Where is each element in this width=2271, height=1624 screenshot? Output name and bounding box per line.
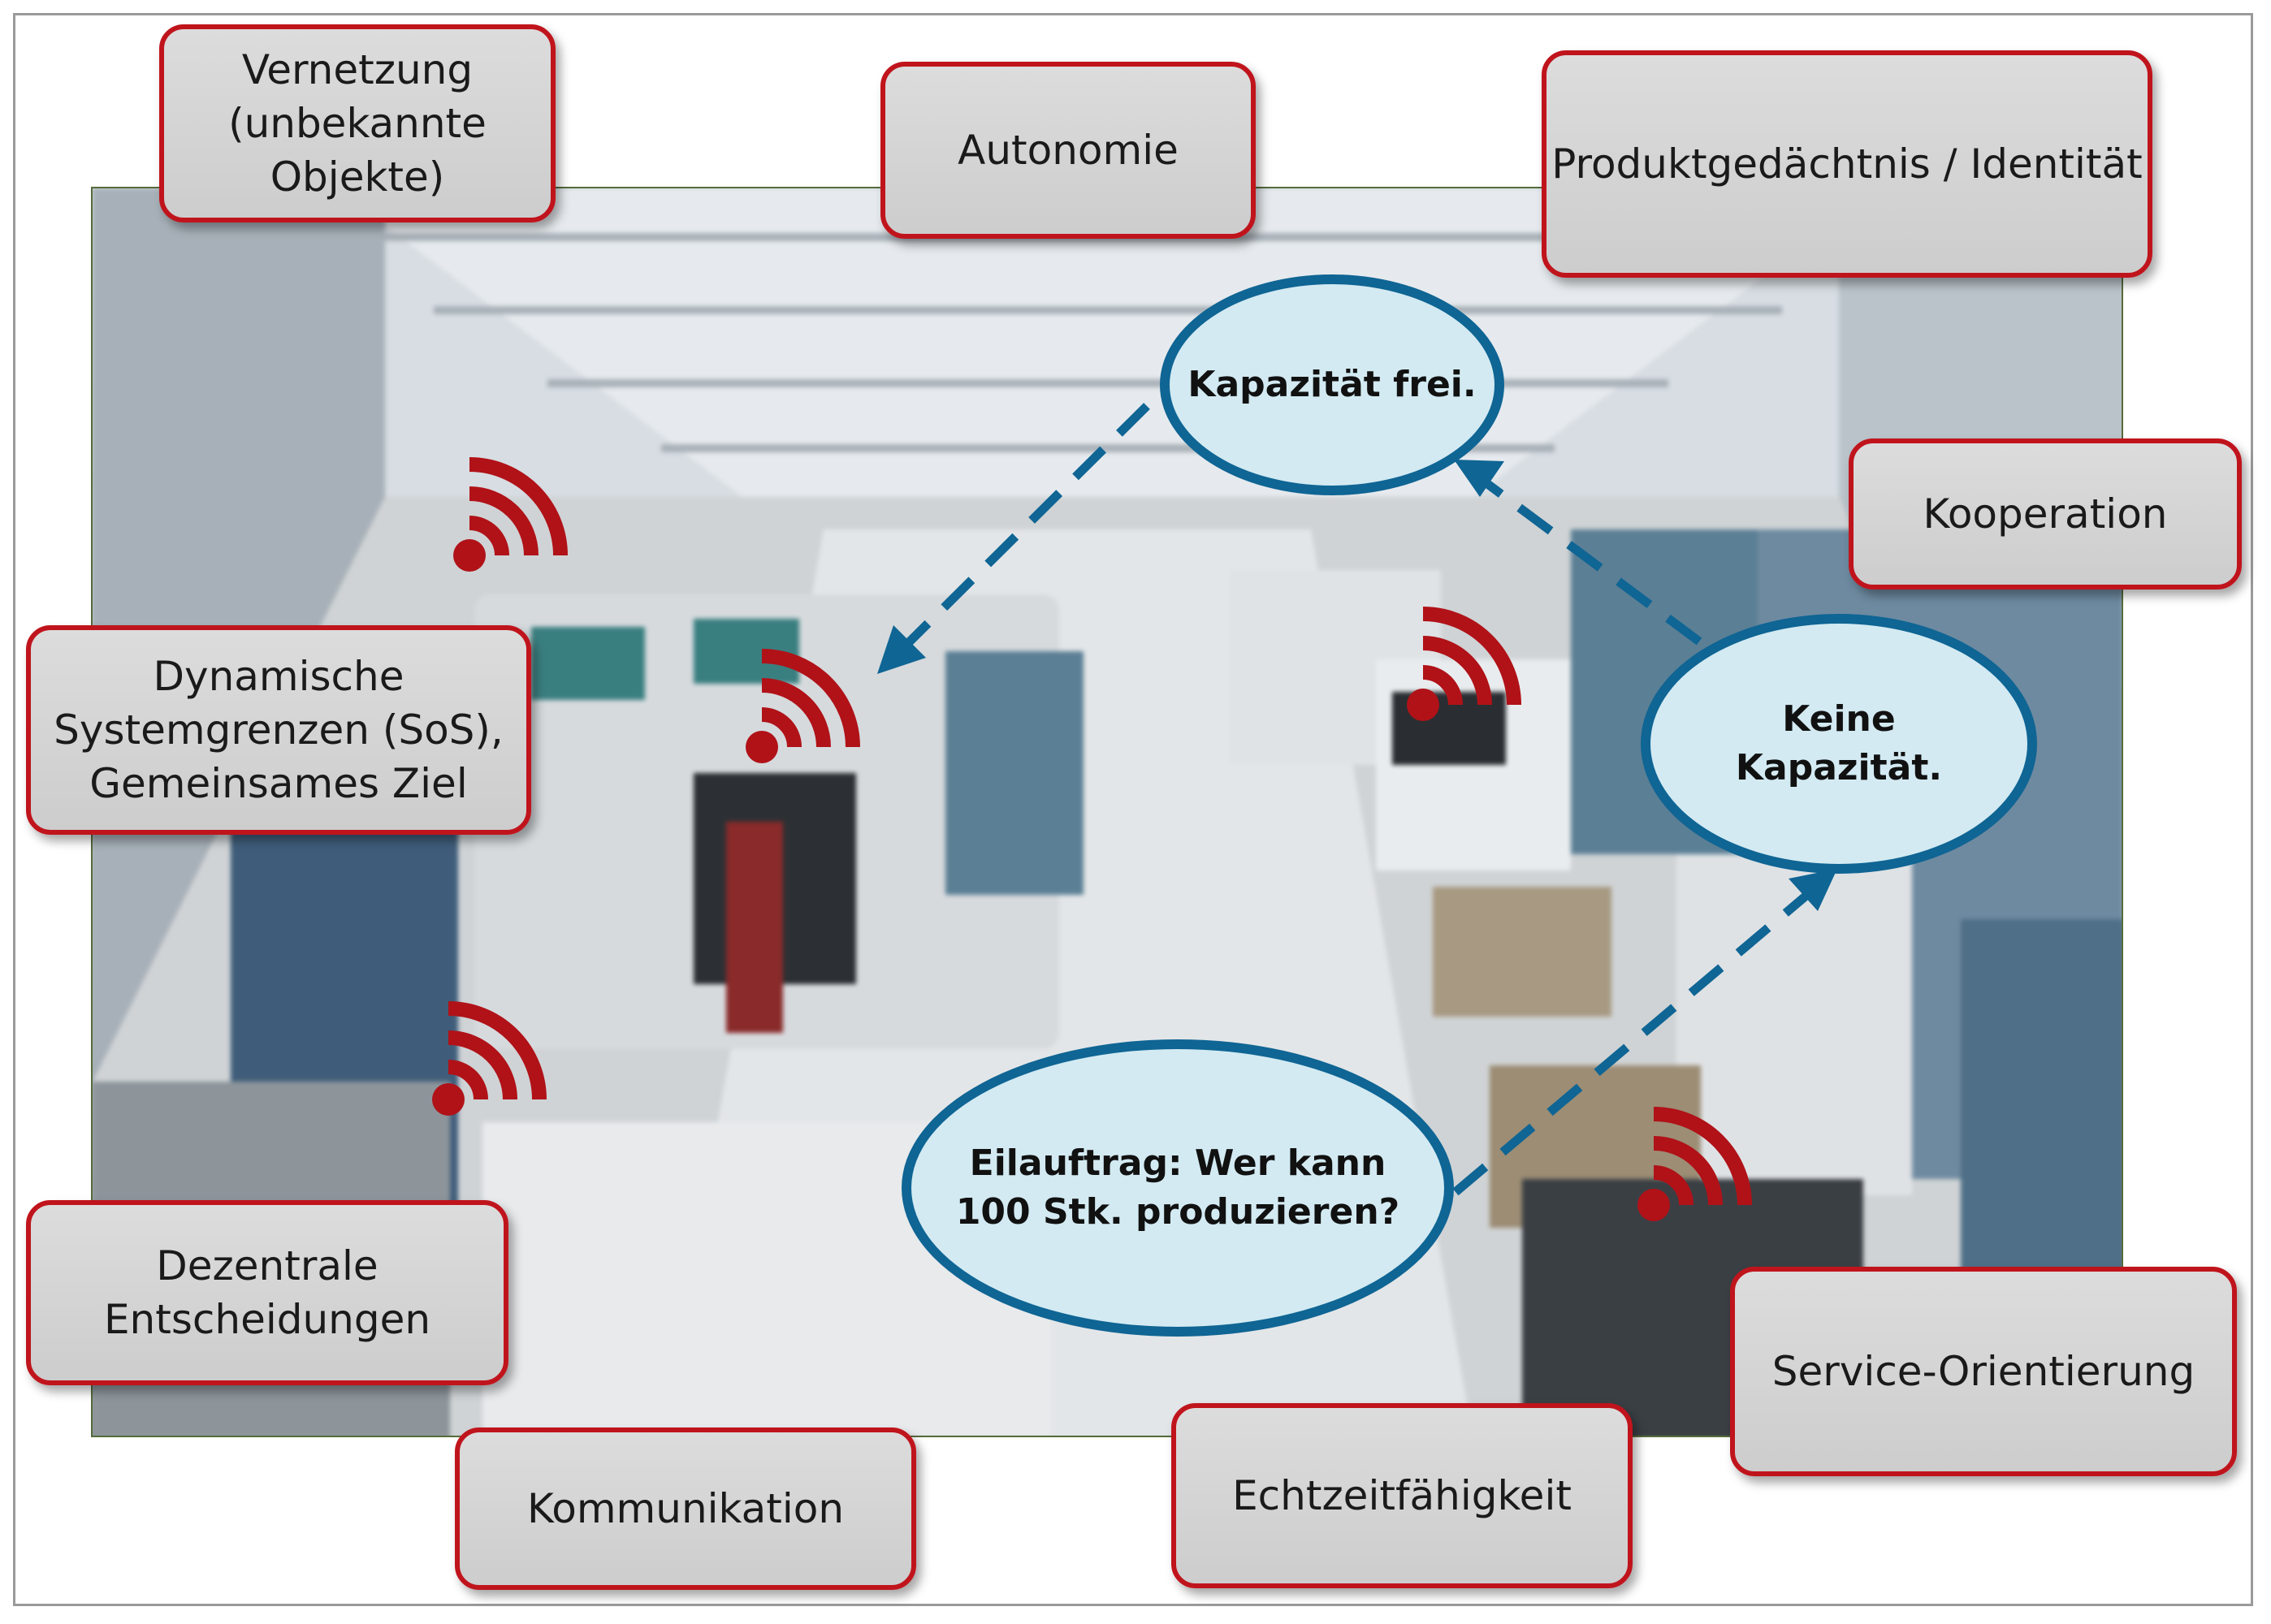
label-kooperation: Kooperation [1849, 438, 2242, 590]
label-produktgedaechtnis: Produktgedächtnis / Identität [1542, 50, 2152, 278]
label-autonomie: Autonomie [880, 62, 1256, 239]
arrowhead-nocap [1789, 869, 1837, 911]
label-kommunikation: Kommunikation [455, 1427, 916, 1590]
wifi-signal-icon [453, 457, 568, 572]
arrowhead-capacity [1454, 460, 1504, 497]
arrow-nocap-to-capacity [1467, 467, 1702, 646]
wifi-signal-icon [1407, 607, 1521, 721]
bubble-keine-kapazitaet: Keine Kapazität. [1641, 614, 2037, 874]
wifi-signal-icon [746, 649, 860, 763]
bubble-eilauftrag: Eilauftrag: Wer kann 100 Stk. produziere… [902, 1039, 1454, 1337]
label-echtzeitfaehigkeit: Echtzeitfähigkeit [1171, 1403, 1633, 1588]
label-service-orientierung: Service-Orientierung [1730, 1267, 2237, 1476]
arrow-capacity-to-machine [892, 403, 1150, 659]
label-dynamische-systemgrenzen: Dynamische Systemgrenzen (SoS), Gemeinsa… [26, 625, 531, 835]
label-dezentrale-entscheidungen: Dezentrale Entscheidungen [26, 1200, 508, 1385]
arrow-order-to-nocap [1452, 877, 1827, 1196]
wifi-signal-icon [1637, 1107, 1752, 1221]
label-vernetzung: Vernetzung (unbekannte Objekte) [159, 24, 556, 222]
wifi-signal-icon [432, 1001, 547, 1116]
arrowhead-machine [877, 625, 926, 674]
bubble-kapazitaet-frei: Kapazität frei. [1160, 274, 1504, 495]
